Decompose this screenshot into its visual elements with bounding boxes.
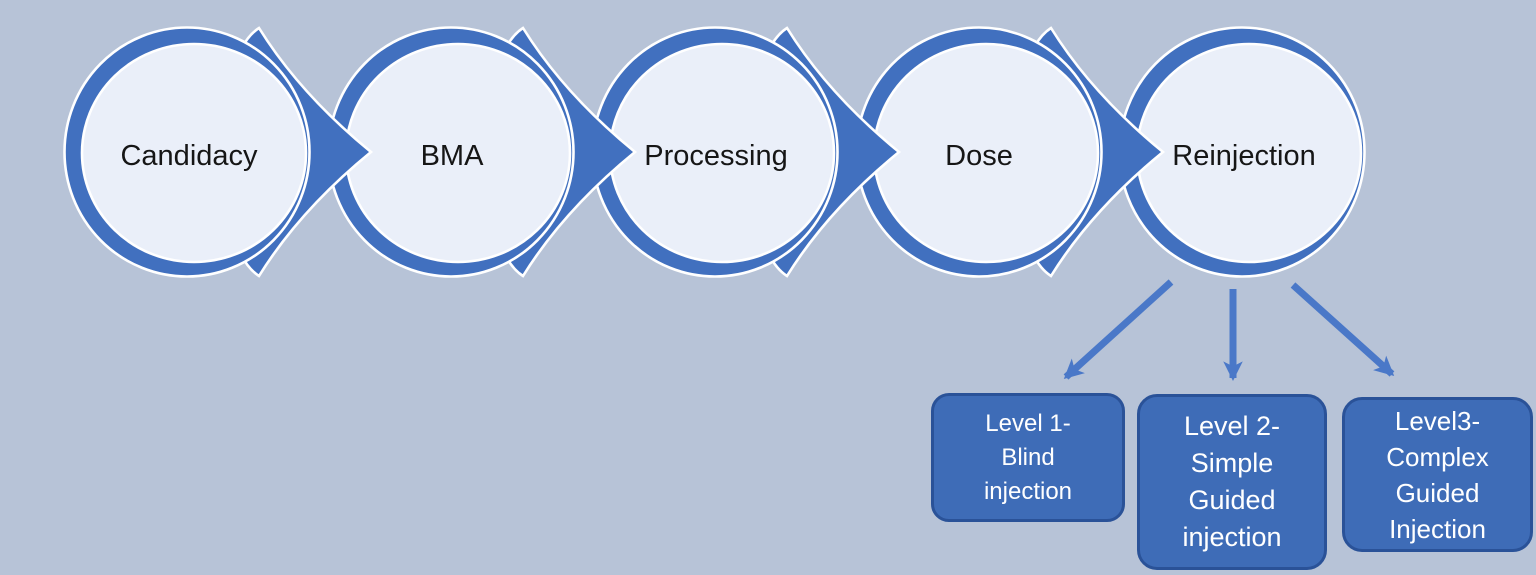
level-1-blind-injection-box: Level 1- Blind injection (931, 393, 1125, 522)
level-box-line: Simple (1190, 448, 1274, 478)
step-label: BMA (421, 140, 485, 172)
level-3-complex-guided-injection-box: Level3- Complex Guided Injection (1342, 397, 1533, 552)
level-box-line: Level 1- (985, 409, 1071, 437)
branch-arrow-level-1 (1063, 279, 1174, 380)
process-step-dose: Dose (855, 26, 1103, 278)
process-step-processing: Processing (591, 26, 839, 278)
level-box-line: Guided (1188, 485, 1276, 515)
step-label: Candidacy (120, 140, 258, 172)
level-box-line: injection (1182, 522, 1282, 552)
level-2-simple-guided-injection-box: Level 2- Simple Guided injection (1137, 394, 1327, 570)
step-label: Processing (644, 140, 787, 172)
process-step-candidacy: Candidacy (63, 26, 311, 278)
branch-arrow-level-3 (1290, 282, 1395, 377)
process-step-reinjection: Reinjection (1118, 26, 1366, 278)
level-box-line: Blind (1001, 443, 1055, 471)
level-box-line: Level 2- (1183, 411, 1281, 441)
level-box-line: Level3- (1394, 405, 1481, 436)
level-box-line: Injection (1389, 513, 1486, 544)
step-label: Dose (945, 140, 1013, 172)
level-box-line: Complex (1386, 441, 1489, 472)
step-face (80, 42, 308, 264)
step-label: Reinjection (1172, 140, 1315, 172)
level-box-line: injection (983, 477, 1073, 505)
level-box-line: Guided (1395, 477, 1480, 508)
